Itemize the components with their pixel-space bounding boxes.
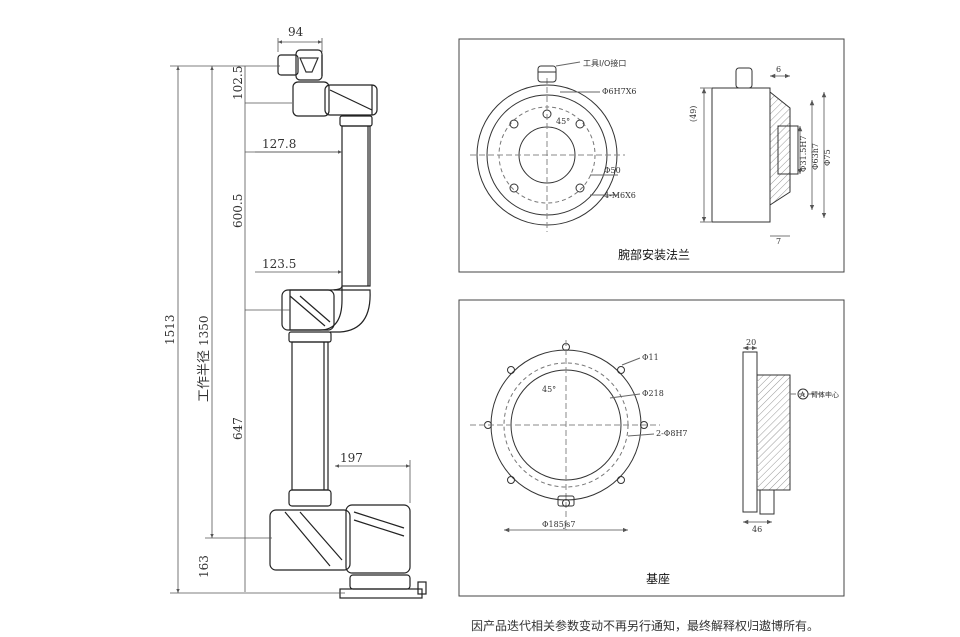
base-center: 臂体中心 [811,390,839,399]
dim-reach: 1350 [197,315,211,346]
dim-lower-arm: 647 [231,417,245,440]
base-hole: Φ11 [642,353,659,362]
flange-bore2: Φ63h7 [811,143,820,170]
flange-top-width: 6 [776,65,781,74]
flange-outer: Φ75 [823,149,832,166]
flange-panel-frame [458,38,845,273]
flange-hole-spec: Φ6H7X6 [602,87,637,96]
dim-top-width: 94 [288,25,304,39]
base-angle: 45° [542,385,556,394]
base-pcd: Φ218 [642,389,664,398]
base-side-view [742,345,830,525]
flange-angle: 45° [556,117,570,126]
flange-bolts: 4-M6X6 [604,191,636,200]
base-top-width: 20 [746,338,756,347]
dim-total-height: 1513 [163,314,177,345]
flange-io-port: 工具I/O接口 [583,58,626,68]
arm-dimension-texts: 94 102.5 127.8 600.5 123.5 647 197 163 1… [163,25,363,578]
flange-panel-title: 腕部安装法兰 [618,248,691,262]
flange-labels: 工具I/O接口 Φ6H7X6 45° Φ50 4-M6X6 (49) 6 Φ31… [556,58,832,246]
robot-arm-side-view [269,49,427,599]
flange-side-view [700,67,827,237]
base-pins: 2-Φ8H7 [656,429,688,438]
dim-upper-offset: 127.8 [262,137,296,151]
dim-shoulder-height: 102.5 [231,66,245,100]
dim-base-offset: 197 [340,451,363,465]
base-front-view [470,340,660,533]
reach-label: 工作半径 [197,350,212,402]
base-panel-title: 基座 [646,572,671,586]
flange-front-view [470,61,625,232]
base-bottom-width: 46 [752,525,762,534]
dim-base-height: 163 [197,555,211,578]
dim-elbow-offset: 123.5 [262,257,296,271]
footer-disclaimer: 因产品迭代相关参数变动不再另行通知，最终解释权归遨博所有。 [471,619,820,633]
base-diameter: Φ185js7 [542,520,576,529]
flange-pcd: Φ50 [604,166,621,175]
base-center-mark: A [799,391,806,399]
base-labels: Φ11 45° Φ218 2-Φ8H7 Φ185js7 20 A 臂体中心 46 [542,338,839,534]
dim-upper-arm: 600.5 [231,194,245,228]
flange-bore1: Φ31.5H7 [799,136,808,172]
flange-bottom: 7 [776,237,781,246]
arm-dimension-lines [170,38,411,594]
base-panel-frame [458,299,845,597]
flange-height: (49) [689,106,698,122]
